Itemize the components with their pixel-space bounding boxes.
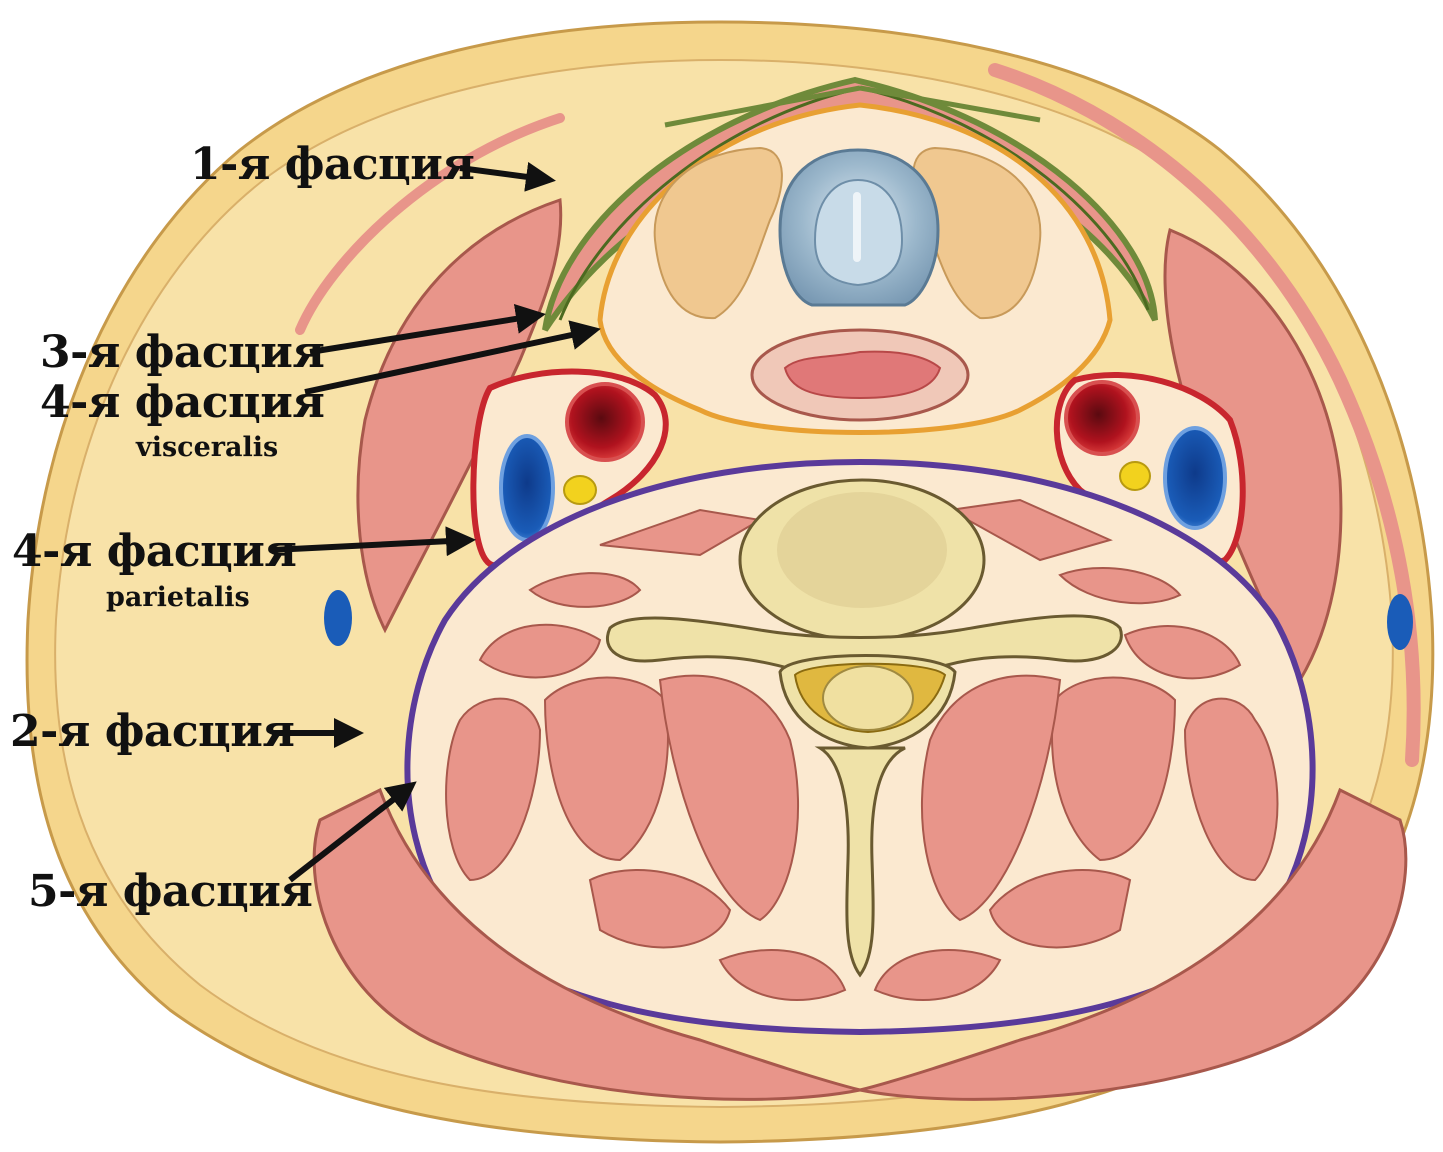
label-fascia-4-parietalis: 4-я фасция <box>12 530 296 574</box>
label-fascia-3: 3-я фасция <box>40 331 324 375</box>
jugular-vein-left <box>501 436 553 540</box>
carotid-artery-right <box>1066 382 1138 454</box>
ext-jugular-right <box>1387 594 1413 650</box>
spinal-cord <box>823 666 913 730</box>
label-fascia-1: 1-я фасция <box>190 143 474 187</box>
label-fascia-4-visceralis: 4-я фасция <box>40 381 324 425</box>
carotid-artery-left <box>567 384 643 460</box>
label-fascia-5: 5-я фасция <box>28 870 312 914</box>
label-visceralis: visceralis <box>136 434 278 461</box>
vagus-nerve-right <box>1120 462 1150 490</box>
label-fascia-2: 2-я фасция <box>10 710 294 754</box>
jugular-vein-right <box>1165 428 1225 528</box>
label-parietalis: parietalis <box>106 584 250 611</box>
vagus-nerve-left <box>564 476 596 504</box>
ext-jugular-left <box>324 590 352 646</box>
